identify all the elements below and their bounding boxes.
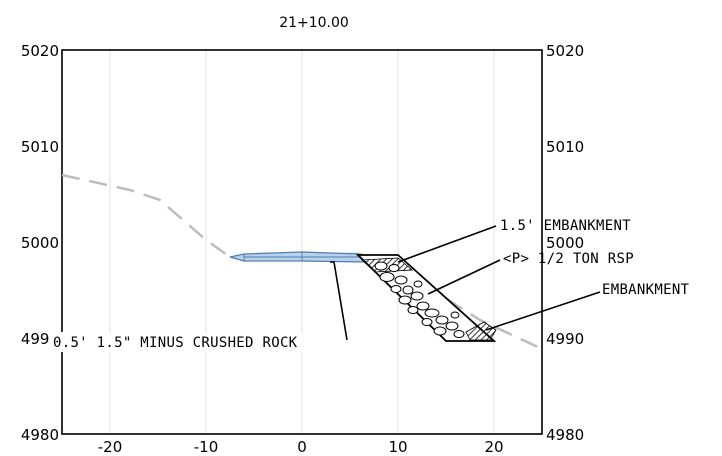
leader-rsp (427, 259, 501, 295)
station-label: 21+10.00 (279, 15, 349, 31)
riprap-stone (379, 272, 395, 282)
y-tick-right-4990: 4990 (546, 330, 584, 348)
riprap-stone (450, 311, 460, 319)
riprap-stone (398, 295, 412, 305)
callout-rsp: <P> 1/2 TON RSP (503, 251, 634, 267)
riprap-stone (390, 285, 402, 293)
callout-crushed-rock-bg (50, 332, 342, 352)
riprap-stone (413, 280, 423, 288)
y-tick-left-5020: 5020 (21, 42, 59, 60)
embankment-hatch-toe (465, 321, 497, 341)
y-tick-left-5000: 5000 (21, 234, 59, 252)
riprap-stone (421, 318, 433, 326)
leader-embankment-15 (397, 225, 497, 263)
riprap-stone (388, 264, 400, 272)
y-tick-left-4990: 4990 (21, 330, 59, 348)
leader-crushed-rock (330, 261, 348, 341)
y-tick-right-4980: 4980 (546, 426, 584, 444)
grid (109, 50, 495, 434)
leader-lines (330, 225, 601, 341)
y-axis-left: 5020 5010 5000 4990 4980 (21, 42, 59, 444)
x-tick-20: 20 (484, 438, 503, 456)
callout-embankment-15: 1.5' EMBANKMENT (500, 218, 631, 234)
riprap-stone (402, 285, 414, 295)
y-tick-left-4980: 4980 (21, 426, 59, 444)
riprap-stone (424, 308, 440, 318)
x-tick-0: 0 (297, 438, 307, 456)
riprap-stone (407, 306, 419, 314)
riprap-stone (445, 321, 459, 331)
callout-crushed-rock: 0.5' 1.5" MINUS CRUSHED ROCK (53, 335, 298, 351)
y-tick-right-5010: 5010 (546, 138, 584, 156)
y-axis-right: 5020 5010 5000 4990 4980 (546, 42, 584, 444)
y-tick-right-5000: 5000 (546, 234, 584, 252)
x-tick-neg10: -10 (194, 438, 219, 456)
x-tick-10: 10 (388, 438, 407, 456)
plot-frame (61, 49, 543, 435)
riprap-stone (410, 291, 424, 301)
x-axis: -20 -10 0 10 20 (98, 438, 504, 456)
riprap-stone (435, 315, 449, 325)
riprap-stone (453, 330, 465, 338)
riprap-stone (416, 301, 430, 311)
crushed-rock-layer (229, 251, 366, 263)
riprap-stone (433, 326, 447, 336)
x-tick-neg20: -20 (98, 438, 123, 456)
riprap-stone (394, 275, 408, 285)
y-tick-left-5010: 5010 (21, 138, 59, 156)
riprap-section (355, 254, 497, 342)
leader-embankment (485, 291, 601, 331)
riprap-stones (374, 261, 465, 338)
riprap-stone (374, 261, 388, 271)
y-tick-right-5020: 5020 (546, 42, 584, 60)
callout-embankment: EMBANKMENT (602, 282, 690, 298)
